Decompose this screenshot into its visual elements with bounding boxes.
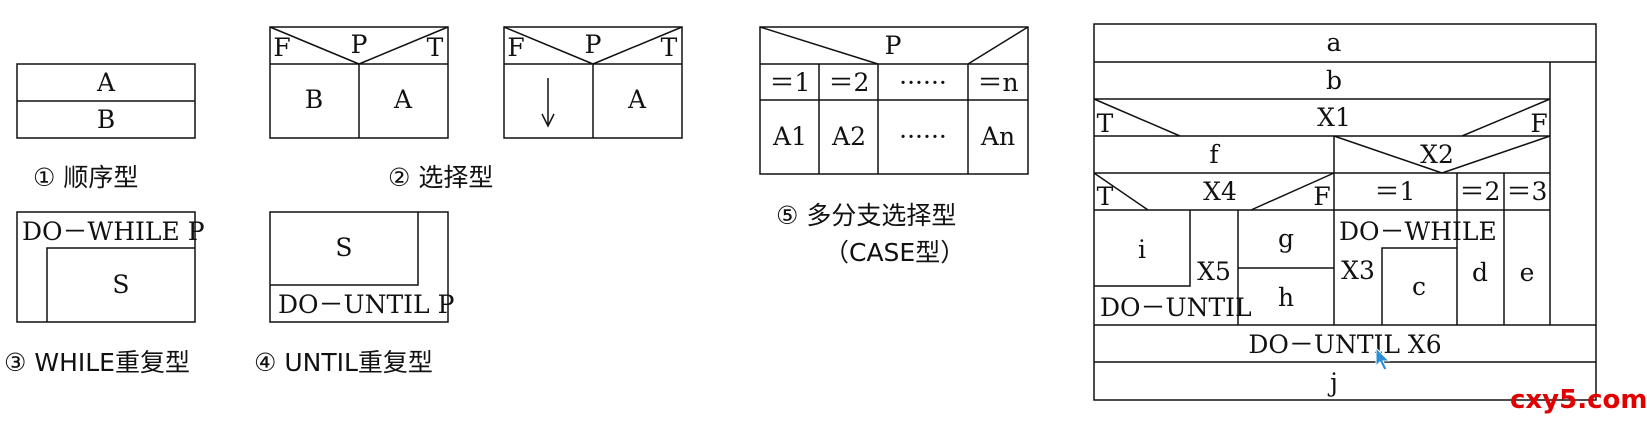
comp-a-label: a bbox=[1327, 28, 1342, 57]
seq-top-label: A bbox=[96, 68, 116, 97]
until-footer-label: DO－UNTIL P bbox=[278, 290, 454, 319]
comp-j-label: j bbox=[1327, 368, 1338, 397]
case-branch-2: ＝2 bbox=[829, 68, 870, 97]
comp-g-label: g bbox=[1278, 224, 1294, 253]
comp-i-label: i bbox=[1138, 235, 1146, 264]
comp-x5-label: X5 bbox=[1197, 257, 1231, 286]
comp-x1-false: F bbox=[1530, 109, 1547, 138]
comp-x4-label: X4 bbox=[1203, 177, 1237, 206]
while-header-label: DO－WHILE P bbox=[22, 217, 205, 246]
mouse-cursor-icon bbox=[1375, 346, 1391, 371]
selection-null-diagram bbox=[503, 26, 683, 139]
sel-false-label: F bbox=[273, 33, 290, 62]
caption-sequence: ① 顺序型 bbox=[33, 163, 139, 192]
comp-do-until-x6: DO－UNTIL X6 bbox=[1248, 330, 1441, 359]
comp-x1-true: T bbox=[1097, 109, 1114, 138]
comp-c-label: c bbox=[1412, 272, 1426, 301]
comp-x4-false: F bbox=[1313, 182, 1330, 211]
comp-d-label: d bbox=[1472, 258, 1488, 287]
caption-selection: ② 选择型 bbox=[388, 163, 494, 192]
case-action-2: A2 bbox=[831, 122, 866, 151]
until-loop-diagram bbox=[269, 211, 449, 323]
while-body-label: S bbox=[112, 270, 129, 299]
case-branch-dots: ······ bbox=[899, 68, 947, 97]
case-action-dots: ······ bbox=[899, 122, 947, 151]
comp-f-label: f bbox=[1209, 140, 1220, 169]
sel-cond-label: P bbox=[351, 30, 368, 59]
seq-bottom-label: B bbox=[97, 105, 115, 134]
comp-do-while: DO－WHILE bbox=[1339, 217, 1497, 246]
comp-x2-label: X2 bbox=[1420, 140, 1454, 169]
comp-x4-true: T bbox=[1097, 182, 1114, 211]
caption-until: ④ UNTIL重复型 bbox=[254, 348, 433, 377]
seln-false-label: F bbox=[507, 33, 524, 62]
comp-e-label: e bbox=[1520, 258, 1535, 287]
case-action-1: A1 bbox=[772, 122, 807, 151]
comp-x2-branch-1: ＝1 bbox=[1375, 177, 1416, 206]
while-loop-diagram bbox=[16, 211, 196, 323]
case-cond-label: P bbox=[885, 31, 902, 60]
comp-x3-label: X3 bbox=[1341, 256, 1375, 285]
case-branch-n: ＝n bbox=[977, 68, 1018, 97]
case-diagram bbox=[759, 26, 1029, 175]
until-body-label: S bbox=[335, 233, 352, 262]
composite-diagram bbox=[1093, 23, 1597, 401]
comp-x2-branch-2: ＝2 bbox=[1460, 177, 1501, 206]
seln-true-label: T bbox=[661, 33, 678, 62]
seln-cond-label: P bbox=[585, 30, 602, 59]
caption-case: （CASE型） bbox=[824, 238, 966, 267]
comp-h-label: h bbox=[1278, 283, 1294, 312]
sel-left-label: B bbox=[305, 85, 323, 114]
selection-diagram bbox=[269, 26, 449, 139]
case-action-n: An bbox=[980, 122, 1015, 151]
sel-right-label: A bbox=[393, 85, 413, 114]
sequence-diagram bbox=[16, 63, 196, 139]
case-branch-1: ＝1 bbox=[770, 68, 811, 97]
sel-true-label: T bbox=[427, 33, 444, 62]
comp-do-until-inner: DO－UNTIL bbox=[1100, 293, 1252, 322]
watermark: cxy5.com bbox=[1510, 385, 1647, 415]
caption-while: ③ WHILE重复型 bbox=[4, 348, 190, 377]
comp-x1-label: X1 bbox=[1317, 103, 1351, 132]
seln-right-label: A bbox=[627, 85, 647, 114]
caption-multi-branch: ⑤ 多分支选择型 bbox=[776, 201, 957, 230]
comp-b-label: b bbox=[1326, 66, 1342, 95]
comp-x2-branch-3: ＝3 bbox=[1507, 177, 1548, 206]
